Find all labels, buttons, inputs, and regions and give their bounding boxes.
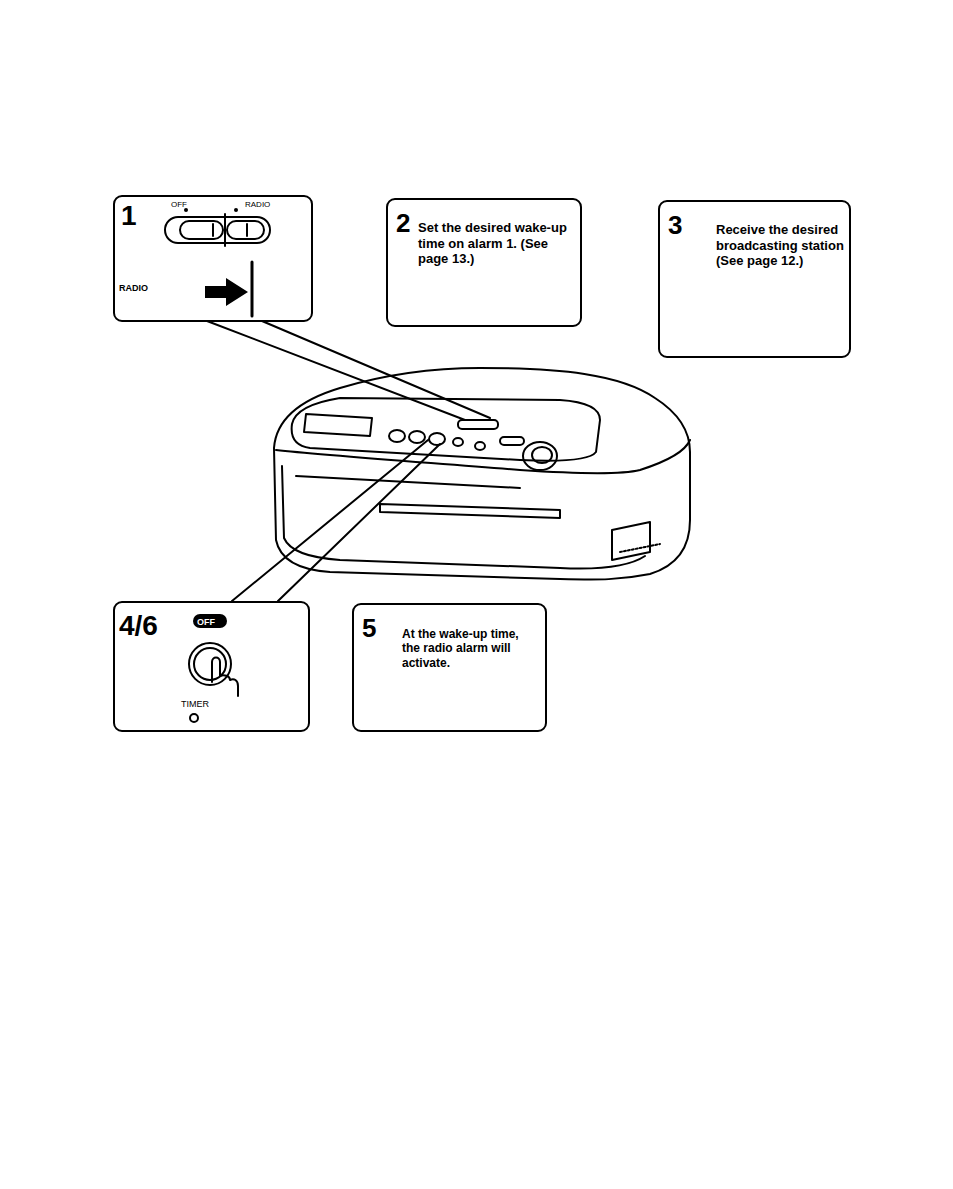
step-number: 2 <box>396 208 410 239</box>
step-box: 2 Set the desired wake-up time on alarm 1… <box>386 198 582 327</box>
step-number: 5 <box>362 613 376 644</box>
step-box: 4/6 OFF TIMER <box>113 601 310 732</box>
tuning-dial <box>523 442 557 470</box>
switch-mark <box>212 224 214 236</box>
switch-label: RADIO <box>245 200 270 210</box>
front-edge <box>276 440 690 473</box>
switch-knob <box>227 221 264 239</box>
off-badge <box>193 614 227 628</box>
switch-dot <box>234 208 238 212</box>
button <box>475 442 485 450</box>
switch-knob <box>180 221 223 239</box>
position-mark <box>251 262 254 316</box>
tuning-dial <box>532 447 552 463</box>
switch-label: RADIO <box>119 283 148 294</box>
pressing-finger <box>212 658 238 697</box>
button <box>453 438 463 446</box>
side-jack <box>612 522 650 560</box>
switch-divider <box>224 214 226 246</box>
button <box>409 431 425 443</box>
button <box>389 430 405 442</box>
step-number: 1 <box>121 199 137 233</box>
step-box: 5 At the wake-up time, the radio alarm wi… <box>352 603 547 732</box>
display <box>304 414 372 436</box>
front-face <box>282 466 645 569</box>
front-slot <box>380 504 560 518</box>
step-text: Receive the desired broadcasting station… <box>716 222 844 269</box>
step-number: 3 <box>668 210 682 241</box>
top-panel <box>292 398 600 461</box>
step-box: 1 OFF RADIO RADIO <box>113 195 313 322</box>
step-text: Set the desired wake-up time on alarm 1.… <box>418 220 568 267</box>
step-text: At the wake-up time, the radio alarm wil… <box>402 627 532 670</box>
slide-switch <box>500 437 524 445</box>
button-label: OFF <box>197 617 215 628</box>
timer-lamp <box>190 714 198 722</box>
clock-radio-body <box>274 368 690 579</box>
button <box>429 433 445 445</box>
side-grille <box>620 544 660 552</box>
switch-mark <box>246 224 248 236</box>
button-label: TIMER <box>181 699 209 710</box>
timer-button <box>189 643 231 685</box>
direction-arrow <box>205 278 248 306</box>
front-recess <box>296 476 520 488</box>
leader-line <box>278 444 440 601</box>
switch-label: OFF <box>171 200 187 210</box>
slide-switch-outline <box>165 217 270 243</box>
leader-line <box>232 440 428 601</box>
function-switch <box>458 420 498 429</box>
step-box: 3 Receive the desired broadcasting statio… <box>658 200 851 358</box>
step-number: 4/6 <box>119 609 158 643</box>
